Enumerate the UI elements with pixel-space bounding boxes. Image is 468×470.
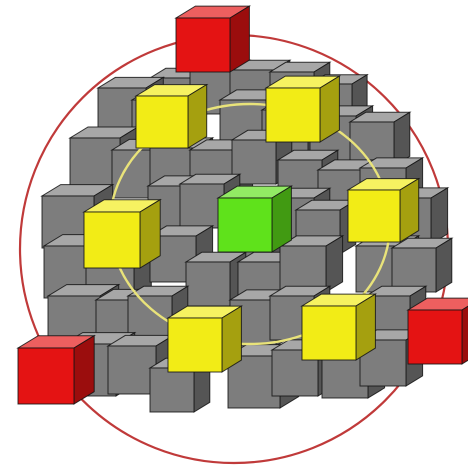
gray-cube-34 bbox=[392, 238, 452, 292]
red-cube-1 bbox=[176, 6, 249, 72]
gray-cube-30-front-face bbox=[186, 262, 230, 306]
red-cube-3-front-face bbox=[408, 310, 462, 364]
yellow-cube-2-side-face bbox=[320, 76, 339, 142]
red-cube-3 bbox=[408, 298, 468, 364]
red-cube-1-side-face bbox=[230, 6, 249, 72]
yellow-cube-4-side-face bbox=[140, 200, 160, 268]
gray-cube-32 bbox=[280, 236, 343, 292]
yellow-cube-2 bbox=[266, 76, 339, 142]
gray-cube-34-front-face bbox=[392, 248, 436, 292]
yellow-cube-2-front-face bbox=[266, 88, 320, 142]
yellow-cube-4 bbox=[84, 200, 160, 268]
yellow-cube-6-side-face bbox=[356, 294, 375, 360]
yellow-cube-3-side-face bbox=[400, 179, 419, 242]
gray-cube-34-side-face bbox=[436, 238, 452, 292]
gray-cube-22-front-face bbox=[180, 184, 224, 228]
red-cube-2 bbox=[18, 336, 94, 404]
yellow-cube-6-front-face bbox=[302, 306, 356, 360]
yellow-cube-1-front-face bbox=[136, 96, 188, 148]
yellow-cube-1 bbox=[136, 85, 207, 148]
red-cube-2-front-face bbox=[18, 348, 74, 404]
red-cube-2-side-face bbox=[74, 336, 94, 404]
yellow-cube-5-side-face bbox=[222, 306, 241, 372]
gray-cube-32-front-face bbox=[280, 246, 326, 292]
gray-cube-43-front-face bbox=[150, 368, 194, 412]
yellow-cube-6 bbox=[302, 294, 375, 360]
green-cube-front-face bbox=[218, 198, 272, 252]
gray-cube-42-front-face bbox=[108, 346, 156, 394]
yellow-cube-3 bbox=[348, 179, 419, 242]
green-cube-side-face bbox=[272, 186, 291, 252]
gray-cube-32-side-face bbox=[326, 236, 343, 292]
green-cube bbox=[218, 186, 291, 252]
yellow-cube-3-front-face bbox=[348, 190, 400, 242]
yellow-cube-4-front-face bbox=[84, 212, 140, 268]
yellow-cube-5-front-face bbox=[168, 318, 222, 372]
red-cube-1-front-face bbox=[176, 18, 230, 72]
yellow-cube-1-side-face bbox=[188, 85, 207, 148]
yellow-cube-5 bbox=[168, 306, 241, 372]
gray-cube-26-side-face bbox=[431, 188, 448, 244]
